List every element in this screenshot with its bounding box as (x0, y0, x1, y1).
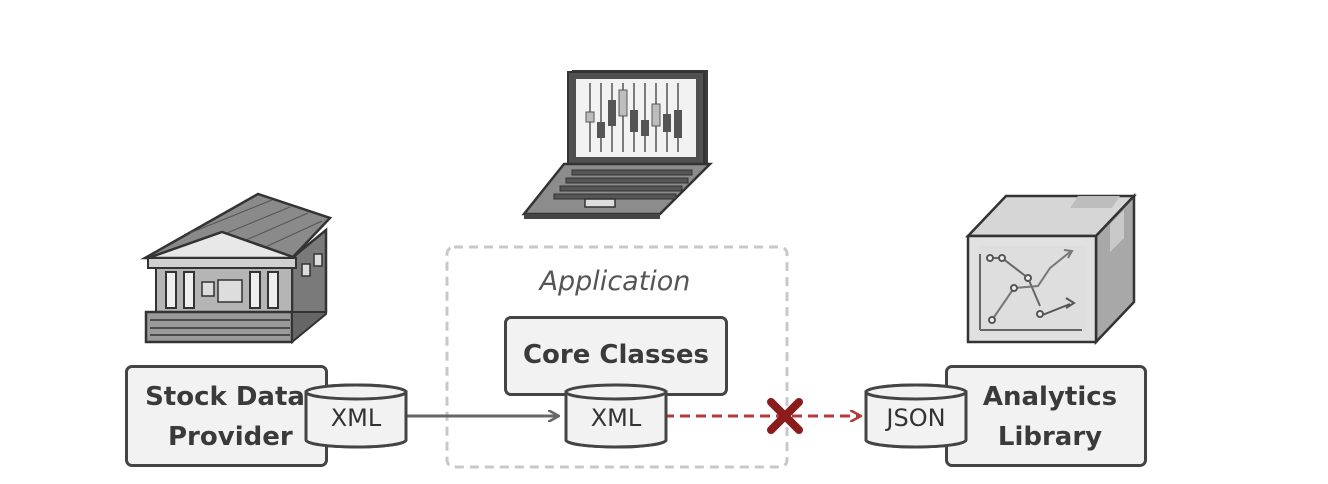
analytics-library-box (945, 365, 1147, 467)
stock-provider-label-line1: Stock Data (145, 382, 305, 412)
analytics-label-line1: Analytics (982, 382, 1118, 412)
application-label: Application (539, 266, 691, 297)
core-port-label: XML (590, 404, 642, 432)
provider-port-label: XML (330, 404, 382, 432)
laptop-chart-icon (521, 70, 714, 219)
analytics-label-line2: Library (997, 422, 1103, 452)
stock-exchange-building-icon (140, 192, 333, 345)
analytics-port-label: JSON (886, 404, 946, 432)
stock-data-provider-box (125, 365, 328, 467)
core-classes-label: Core Classes (522, 340, 710, 370)
analytics-box-icon (965, 192, 1137, 346)
incompatible-cross-icon (767, 398, 803, 434)
application-container (445, 245, 789, 469)
stock-provider-label-line2: Provider (168, 422, 293, 452)
